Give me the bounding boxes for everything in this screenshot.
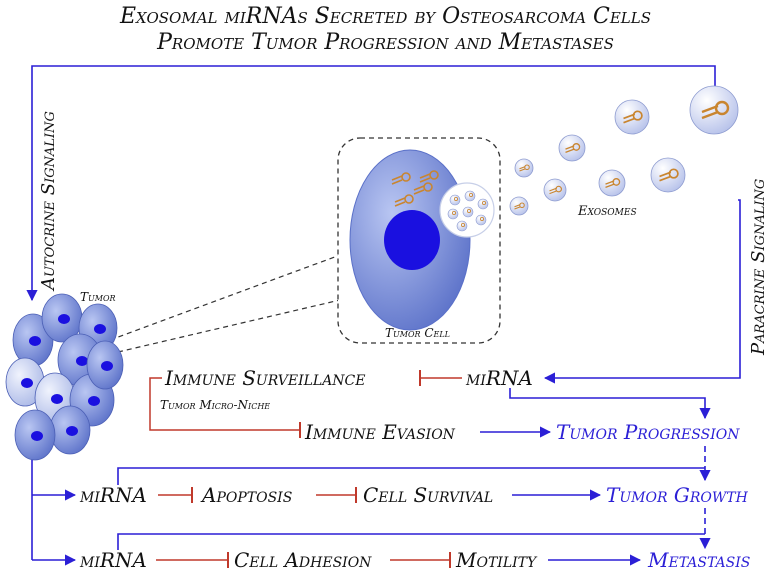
tumor-cell xyxy=(14,409,56,461)
cell-survival-node: Cell Survival xyxy=(363,483,494,507)
tumor-cell-nucleus xyxy=(384,210,440,270)
mvb-exosome xyxy=(462,206,474,218)
exosome xyxy=(598,169,626,197)
micro-niche-label: Tumor Micro-Niche xyxy=(160,398,271,412)
inhibit-immune-surveillance xyxy=(419,370,462,386)
mvb-exosome xyxy=(456,220,468,232)
autocrine-label: Autocrine Signaling xyxy=(38,111,59,290)
tumor-cell xyxy=(49,405,91,455)
title-line-2: Promote Tumor Progression and Metastases xyxy=(157,30,614,55)
tumor-growth-node: Tumor Growth xyxy=(606,483,748,507)
mirna-to-progression xyxy=(480,388,711,438)
zoom-lines xyxy=(109,254,341,353)
mvb-exosomes xyxy=(447,190,489,232)
signaling-loop xyxy=(26,65,741,384)
apoptosis-node: Apoptosis xyxy=(202,483,293,507)
mvb-exosome xyxy=(447,208,459,220)
tumor-trunk xyxy=(31,460,77,566)
mvb-exosome xyxy=(475,214,487,226)
exosomes-label: Exosomes xyxy=(578,204,637,219)
row-metastasis xyxy=(117,533,705,568)
mirna-node-metastasis: miRNA xyxy=(80,548,147,572)
tumor-cell-inset xyxy=(337,137,501,344)
mirna-node-growth: miRNA xyxy=(80,483,147,507)
mvb-exosome xyxy=(449,194,461,206)
cell-adhesion-node: Cell Adhesion xyxy=(234,548,372,572)
exosome xyxy=(689,85,739,135)
tumor-cluster xyxy=(5,293,124,461)
exosome xyxy=(614,99,650,135)
exosome xyxy=(514,158,534,178)
exosome xyxy=(543,178,567,202)
title-line-1: Exosomal miRNAs Secreted by Osteosarcoma… xyxy=(119,4,652,29)
immune-surveillance-node: Immune Surveillance xyxy=(165,366,366,390)
paracrine-label: Paracrine Signaling xyxy=(748,178,769,355)
exosome xyxy=(650,157,686,193)
row-tumor-growth xyxy=(117,467,705,503)
micro-niche-bracket xyxy=(149,377,301,438)
tumor-cell xyxy=(86,340,124,390)
exosome xyxy=(558,134,586,162)
metastasis-node: Metastasis xyxy=(648,548,751,572)
motility-node: Motility xyxy=(456,548,537,572)
tumor-label: Tumor xyxy=(80,290,116,304)
immune-evasion-node: Immune Evasion xyxy=(305,420,455,444)
mvb-exosome xyxy=(464,190,476,202)
exosome-trail xyxy=(509,85,739,216)
mirna-node-top: miRNA xyxy=(466,366,533,390)
tumor-cell-label: Tumor Cell xyxy=(385,326,450,340)
paracrine-arrow xyxy=(543,199,741,384)
tumor-progression-node: Tumor Progression xyxy=(556,420,740,444)
exosome xyxy=(509,196,529,216)
mvb-exosome xyxy=(477,198,489,210)
